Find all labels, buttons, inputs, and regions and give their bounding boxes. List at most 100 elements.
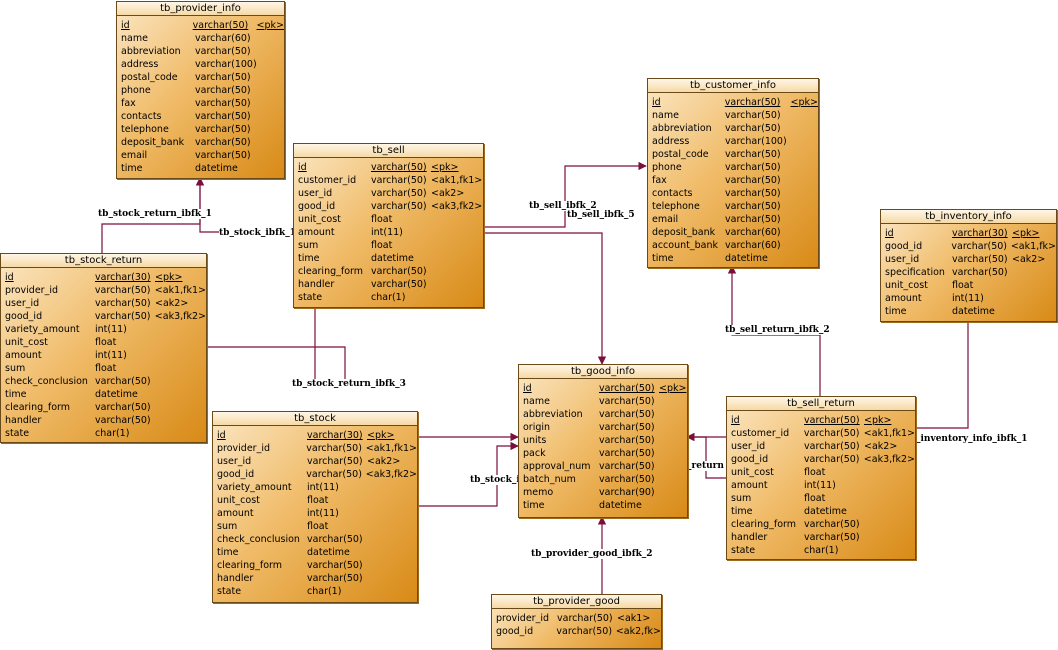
field-name: id bbox=[731, 415, 740, 426]
field-name: sum bbox=[217, 521, 238, 532]
field-type: varchar(50) bbox=[307, 573, 363, 584]
field-name: user_id bbox=[298, 188, 333, 199]
field-type: varchar(50) bbox=[803, 454, 860, 465]
field-name: clearing_form bbox=[5, 402, 71, 413]
entity-title: tb_inventory_info bbox=[881, 210, 1056, 224]
field-type: varchar(50) bbox=[599, 383, 655, 394]
field-key: <ak3,fk2> bbox=[863, 454, 915, 465]
field-name: amount bbox=[5, 350, 42, 361]
field-key: <pk> bbox=[431, 162, 459, 173]
rel-line-stock-return-good bbox=[205, 303, 346, 389]
field-key: <pk> bbox=[864, 415, 892, 426]
field-type: varchar(50) bbox=[804, 441, 860, 452]
field-name: good_id bbox=[5, 311, 43, 322]
field-type: char(1) bbox=[95, 428, 130, 439]
field-name: abbreviation bbox=[523, 409, 583, 420]
field-type: int(11) bbox=[804, 480, 836, 491]
field-name: good_id bbox=[217, 469, 255, 480]
field-name: user_id bbox=[731, 441, 766, 452]
field-name: phone bbox=[121, 85, 151, 96]
field-type: varchar(50) bbox=[599, 422, 655, 433]
field-type: varchar(50) bbox=[952, 254, 1008, 265]
relationship-label: tb_stock_ibfk_1 bbox=[219, 228, 296, 238]
field-row: id varchar(50) <pk> bbox=[519, 382, 687, 395]
field-key: <pk> bbox=[659, 383, 687, 394]
field-type: int(11) bbox=[952, 293, 984, 304]
field-name: name bbox=[121, 33, 148, 44]
field-type: varchar(50) bbox=[307, 560, 363, 571]
field-type: varchar(50) bbox=[371, 162, 427, 173]
field-name: unit_cost bbox=[5, 337, 48, 348]
relationship-label: tb_stock_i bbox=[470, 475, 520, 485]
field-key: <pk> bbox=[1012, 228, 1040, 239]
field-name: handler bbox=[298, 279, 335, 290]
field-name: fax bbox=[121, 98, 136, 109]
field-name: good_id bbox=[496, 626, 534, 637]
field-key: <ak1,fk1> bbox=[154, 285, 206, 296]
field-type: char(1) bbox=[371, 292, 406, 303]
field-type: varchar(50) bbox=[599, 435, 655, 446]
field-key: <ak1> bbox=[617, 613, 651, 624]
field-name: id bbox=[121, 20, 130, 31]
field-key: <ak3,fk2> bbox=[365, 469, 417, 480]
field-name: good_id bbox=[731, 454, 769, 465]
field-type: datetime bbox=[95, 389, 138, 400]
field-type: varchar(50) bbox=[307, 534, 363, 545]
field-type: datetime bbox=[195, 163, 238, 174]
field-name: sum bbox=[731, 493, 752, 504]
field-name: state bbox=[731, 545, 756, 556]
field-type: int(11) bbox=[95, 324, 127, 335]
field-name: amount bbox=[217, 508, 254, 519]
field-type: varchar(100) bbox=[725, 136, 787, 147]
field-name: time bbox=[298, 253, 320, 264]
field-type: varchar(50) bbox=[95, 298, 151, 309]
field-type: varchar(50) bbox=[725, 175, 781, 186]
field-name: time bbox=[652, 253, 674, 264]
entity-title: tb_provider_good bbox=[492, 595, 661, 609]
relationship-label: tb_sell_ibfk_2 bbox=[529, 201, 597, 211]
field-name: customer_id bbox=[731, 428, 790, 439]
field-type: float bbox=[804, 467, 826, 478]
field-name: id bbox=[523, 383, 532, 394]
field-key: <pk> bbox=[256, 20, 284, 31]
relationship-label: _inventory_info_ibfk_1 bbox=[916, 434, 1028, 444]
entity-title: tb_customer_info bbox=[648, 79, 818, 93]
field-type: varchar(50) bbox=[371, 175, 427, 186]
